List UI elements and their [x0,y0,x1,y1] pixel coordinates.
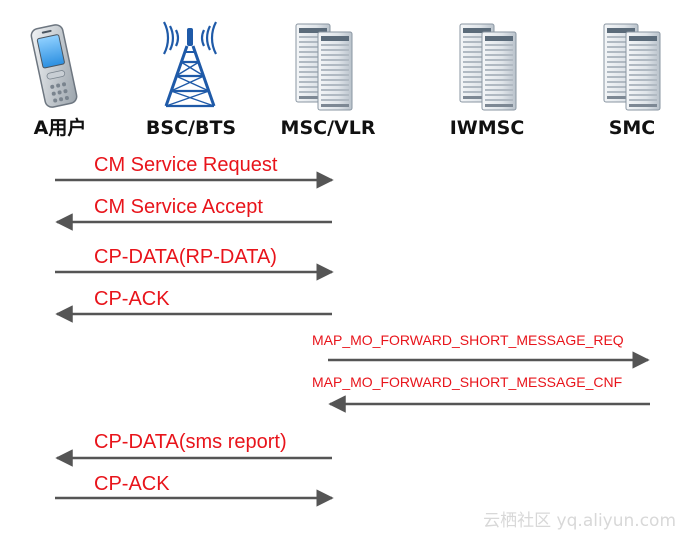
server-icon [295,23,353,111]
message-label: CM Service Request [94,154,278,176]
entity-label-iwmsc: IWMSC [450,117,525,139]
entity-label-ms: A用户 [34,116,87,139]
watermark: 云栖社区 yq.aliyun.com [483,511,676,531]
entity-label-smc: SMC [609,117,656,139]
server-icon [603,23,661,111]
message-label: CP-ACK [94,288,170,310]
message-label: CP-DATA(RP-DATA) [94,246,277,268]
entity-label-bsc: BSC/BTS [146,117,236,139]
message-label: CM Service Accept [94,196,263,218]
entity-label-msc: MSC/VLR [281,117,376,139]
message-label: CP-DATA(sms report) [94,431,287,453]
server-icon [459,23,517,111]
message-label: MAP_MO_FORWARD_SHORT_MESSAGE_CNF [312,374,622,390]
mobile-phone-icon [30,24,78,108]
cell-tower-icon [163,21,217,108]
message-label: MAP_MO_FORWARD_SHORT_MESSAGE_REQ [312,332,624,348]
message-label: CP-ACK [94,473,170,495]
